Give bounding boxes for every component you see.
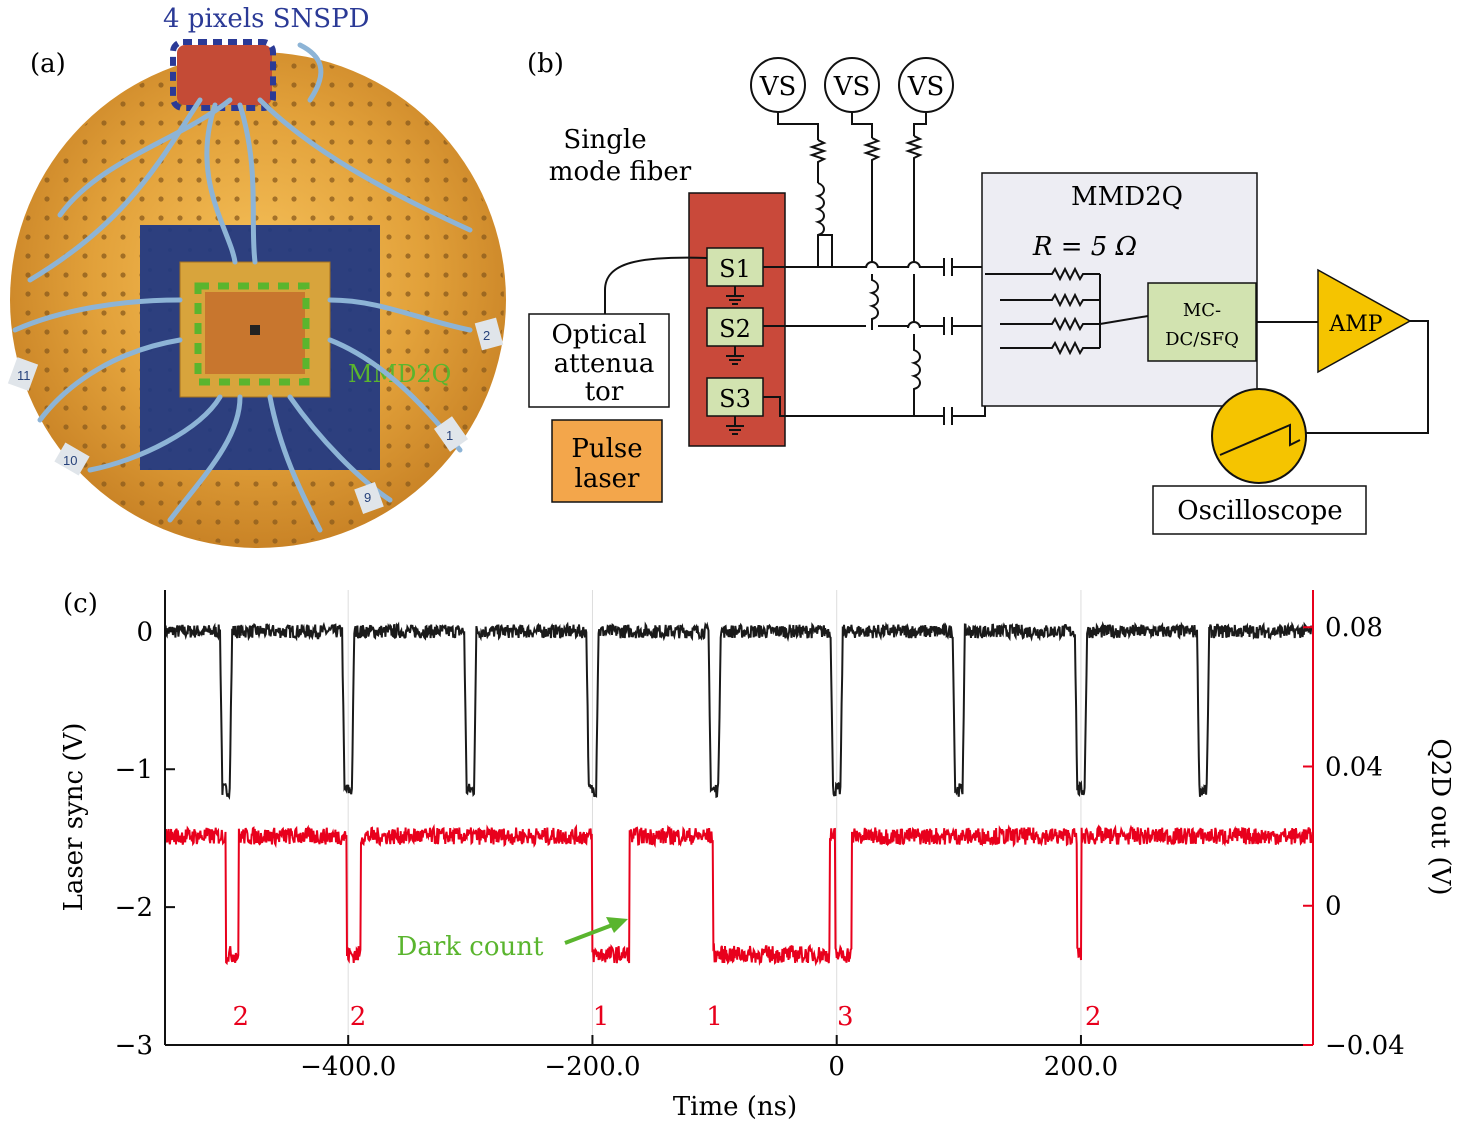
oscilloscope-box <box>1152 485 1367 535</box>
y-left-tick-label: 0 <box>136 617 153 647</box>
svg-text:VS: VS <box>907 72 945 102</box>
pulse-count-label: 3 <box>837 1002 854 1032</box>
pad-numbers: 2 1 10 9 11 <box>17 328 490 505</box>
optical-attenuator <box>528 313 670 408</box>
y-left-tick-label: −3 <box>115 1031 153 1061</box>
x-axis-label: Time (ns) <box>673 1092 797 1122</box>
panel-b: (b) Single mode fiber S1 S2 S3 Optical a… <box>527 49 1429 535</box>
oscilloscope-icon <box>1211 388 1307 484</box>
pulse-count-label: 1 <box>593 1002 610 1032</box>
panel-b-label: (b) <box>527 49 564 79</box>
svg-text:Optical: Optical <box>551 320 646 350</box>
oscilloscope-label: Oscilloscope <box>1177 496 1342 526</box>
svg-text:VS: VS <box>833 72 871 102</box>
resistor-label: R = 5 Ω <box>1032 232 1137 262</box>
svg-text:2: 2 <box>483 328 490 343</box>
dark-count-arrow <box>564 917 628 945</box>
svg-text:attenua: attenua <box>554 349 655 379</box>
panel-a-label: (a) <box>30 49 66 79</box>
fiber-line <box>604 256 708 314</box>
pulse-laser <box>551 419 663 503</box>
q2d-output-trace <box>164 823 1314 967</box>
svg-text:1: 1 <box>446 428 453 443</box>
y-left-tick-label: −1 <box>115 755 153 785</box>
svg-text:9: 9 <box>364 490 371 505</box>
svg-text:laser: laser <box>575 464 641 494</box>
snspd-label: 4 pixels SNSPD <box>163 4 369 34</box>
ground-symbols <box>726 286 744 435</box>
mmd2q-title: MMD2Q <box>1071 182 1183 212</box>
pulse-count-label: 1 <box>706 1002 723 1032</box>
panel-c: (c) −400.0 −200.0 0 200.0 0 −1 −2 −3 0.08 0.04 0 −0… <box>59 589 1455 1122</box>
coax-cables <box>12 42 473 533</box>
y-right-tick-label: 0 <box>1325 892 1342 922</box>
svg-text:S3: S3 <box>719 385 751 413</box>
laser-sync-trace <box>164 620 1314 801</box>
y-right-tick-label: 0.04 <box>1325 752 1383 782</box>
vs-sources: VS VS VS <box>750 57 954 113</box>
fiber-label-1: Single <box>563 125 646 155</box>
pulse-count-label: 2 <box>1085 1002 1102 1032</box>
svg-text:Pulse: Pulse <box>571 434 642 464</box>
svg-text:S2: S2 <box>719 315 751 343</box>
svg-text:10: 10 <box>63 453 77 468</box>
dark-count-label: Dark count <box>397 932 545 962</box>
svg-text:11: 11 <box>17 368 31 383</box>
pulse-count-label: 2 <box>350 1002 367 1032</box>
snspd-mount <box>177 45 272 105</box>
svg-text:VS: VS <box>759 72 797 102</box>
pulse-count-label: 2 <box>232 1002 249 1032</box>
panel-a: (a) 4 pixels SNSPD MMD2Q <box>7 4 506 548</box>
mc-dcsfq <box>1147 282 1257 362</box>
svg-text:DC/SFQ: DC/SFQ <box>1165 329 1239 350</box>
sensor-s3: S3 <box>706 377 764 417</box>
y-right-tick-label: −0.04 <box>1325 1031 1405 1061</box>
x-tick-label: 200.0 <box>1044 1052 1118 1082</box>
sensor-s2: S2 <box>706 307 764 347</box>
svg-text:tor: tor <box>585 377 624 407</box>
panel-c-label: (c) <box>63 589 98 619</box>
sensor-s1: S1 <box>706 247 764 287</box>
svg-text:MC-: MC- <box>1183 300 1221 321</box>
y-axis-right-label: Q2D out (V) <box>1425 738 1455 895</box>
svg-text:S1: S1 <box>719 255 751 283</box>
amp-label: AMP <box>1328 312 1382 337</box>
y-axis-left-label: Laser sync (V) <box>59 723 89 912</box>
x-tick-label: −400.0 <box>300 1052 396 1082</box>
fiber-label-2: mode fiber <box>549 157 692 187</box>
chart-c: −400.0 −200.0 0 200.0 0 −1 −2 −3 0.08 0.04 0 −0.04 2… <box>115 590 1405 1082</box>
y-left-tick-label: −2 <box>115 893 153 923</box>
mmd2q-box <box>194 282 310 386</box>
amplifier <box>1317 268 1412 374</box>
y-right-tick-label: 0.08 <box>1325 613 1383 643</box>
x-tick-label: −200.0 <box>544 1052 640 1082</box>
x-tick-label: 0 <box>828 1052 845 1082</box>
pad-tags <box>7 317 504 514</box>
resistor-network <box>985 266 1149 356</box>
